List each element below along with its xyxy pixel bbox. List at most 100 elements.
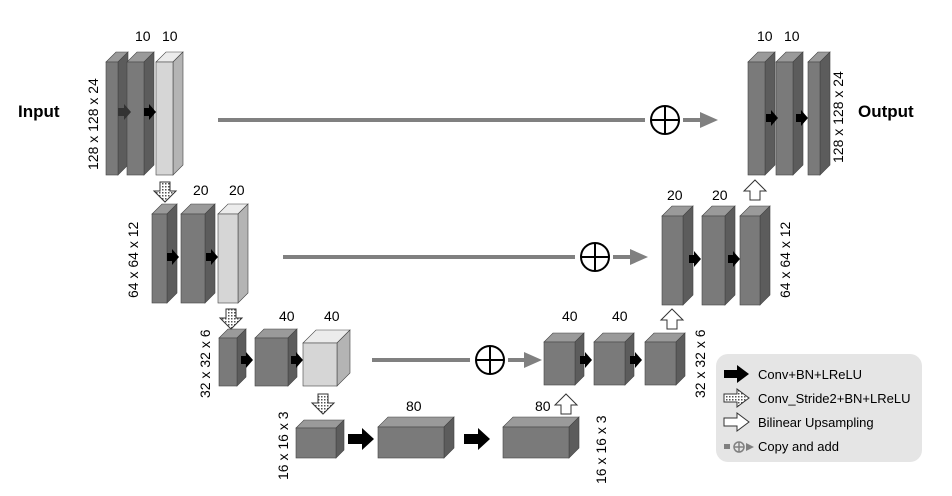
input-label: Input bbox=[18, 102, 60, 121]
block-front-face bbox=[105, 61, 119, 176]
block-front-face bbox=[302, 342, 338, 387]
block-front-face bbox=[254, 337, 289, 387]
conv-arrow-icon bbox=[724, 365, 749, 383]
upsample-arrows bbox=[553, 179, 768, 415]
block-l2-dec-a bbox=[661, 205, 694, 306]
copy-add-icon bbox=[724, 441, 754, 453]
dim-label-level3-dec: 32 x 32 x 6 bbox=[692, 329, 708, 398]
block-front-face bbox=[218, 337, 238, 387]
channel-count: 10 bbox=[784, 28, 800, 44]
skip-connection-level1 bbox=[218, 105, 718, 135]
block-front-face bbox=[775, 61, 794, 176]
dim-label-level1-dec: 128 x 128 x 24 bbox=[830, 71, 846, 163]
block-front-face bbox=[739, 215, 761, 306]
up-arrow-icon bbox=[723, 412, 750, 432]
block-l2-dec-c bbox=[739, 205, 771, 306]
block-front-face bbox=[543, 341, 576, 386]
skip-connection-level2 bbox=[283, 242, 648, 272]
down-arrow-icon bbox=[152, 181, 178, 203]
arrow-right-icon bbox=[524, 352, 542, 368]
conv-arrow-icon bbox=[144, 104, 156, 120]
block-l3-dec-a bbox=[543, 332, 585, 386]
dim-label-level1-enc: 128 x 128 x 24 bbox=[85, 78, 101, 170]
block-l3-enc-b bbox=[302, 329, 351, 387]
downsample-arrows bbox=[152, 181, 336, 415]
block-side-face bbox=[819, 51, 831, 176]
block-front-face bbox=[807, 61, 821, 176]
block-front-face bbox=[151, 213, 168, 304]
block-l1-dec-a bbox=[747, 51, 776, 176]
block-l1-enc-b bbox=[155, 51, 184, 176]
block-front-face bbox=[644, 341, 677, 386]
down-arrow-icon bbox=[310, 393, 336, 415]
block-side-face bbox=[675, 332, 686, 386]
channel-count: 10 bbox=[135, 28, 151, 44]
conv-arrow-icon bbox=[348, 428, 374, 450]
block-l3-enc-a bbox=[254, 328, 298, 387]
skip-connection-level3 bbox=[372, 345, 542, 375]
block-bottleneck-c bbox=[502, 416, 580, 459]
dim-label-level3-enc: 32 x 32 x 6 bbox=[197, 329, 213, 398]
channel-count: 40 bbox=[562, 308, 578, 324]
channel-count: 40 bbox=[324, 308, 340, 324]
dim-label-bottleneck-enc: 16 x 16 x 3 bbox=[275, 411, 291, 480]
channel-count: 10 bbox=[162, 28, 178, 44]
block-bottleneck-b bbox=[377, 416, 455, 459]
channel-count: 80 bbox=[535, 398, 551, 414]
block-front-face bbox=[747, 61, 766, 176]
block-l1-output bbox=[807, 51, 831, 176]
block-side-face bbox=[172, 51, 184, 176]
block-top-face bbox=[377, 416, 455, 428]
conv-arrow-icon bbox=[796, 110, 808, 126]
block-front-face bbox=[661, 215, 684, 306]
legend-item-upsample: Bilinear Upsampling bbox=[758, 415, 874, 430]
conv-arrow-icon bbox=[167, 249, 179, 265]
up-arrow-icon bbox=[553, 393, 579, 415]
block-l3-dec-c bbox=[644, 332, 686, 386]
legend-item-copy-add: Copy and add bbox=[758, 439, 839, 454]
legend-item-conv-stride: Conv_Stride2+BN+LReLU bbox=[758, 391, 910, 406]
down-arrow-icon bbox=[218, 308, 244, 330]
up-arrow-icon bbox=[659, 308, 685, 330]
channel-count: 40 bbox=[612, 308, 628, 324]
channel-count: 80 bbox=[406, 398, 422, 414]
conv-arrow-icon bbox=[689, 251, 701, 267]
block-top-face bbox=[502, 416, 580, 428]
block-front-face bbox=[155, 61, 174, 176]
arrow-right-icon bbox=[700, 112, 718, 128]
conv-arrow-icon bbox=[291, 352, 303, 368]
conv-arrow-icon bbox=[580, 352, 592, 368]
block-front-face bbox=[502, 426, 570, 459]
channel-count: 20 bbox=[667, 187, 683, 203]
arrow-right-icon bbox=[630, 249, 648, 265]
channel-count: 40 bbox=[279, 308, 295, 324]
bottleneck-arrows bbox=[348, 428, 490, 450]
block-front-face bbox=[701, 215, 726, 306]
block-front-face bbox=[126, 61, 145, 176]
block-bottleneck-a bbox=[295, 419, 345, 459]
dim-label-level2-enc: 64 x 64 x 12 bbox=[125, 222, 141, 298]
feature-blocks bbox=[105, 51, 831, 459]
down-arrow-icon bbox=[723, 388, 750, 408]
block-front-face bbox=[217, 213, 239, 304]
conv-arrow-icon bbox=[118, 104, 131, 120]
conv-arrow-icon bbox=[630, 352, 642, 368]
legend-background bbox=[716, 354, 922, 462]
conv-arrow-icon bbox=[464, 428, 490, 450]
block-front-face bbox=[295, 427, 337, 459]
channel-count: 20 bbox=[229, 182, 245, 198]
output-label: Output bbox=[858, 102, 914, 121]
up-arrow-icon bbox=[742, 179, 768, 201]
block-l3-enc-in bbox=[218, 328, 247, 387]
channel-count: 20 bbox=[193, 182, 209, 198]
block-l2-enc-b bbox=[217, 203, 249, 304]
dim-label-level2-dec: 64 x 64 x 12 bbox=[777, 222, 793, 298]
conv-arrow-icon bbox=[728, 251, 740, 267]
dim-label-bottleneck-dec: 16 x 16 x 3 bbox=[593, 415, 609, 484]
conv-arrow-icon bbox=[766, 110, 778, 126]
block-side-face bbox=[237, 203, 249, 304]
block-front-face bbox=[180, 213, 206, 304]
conv-arrow-icon bbox=[206, 249, 218, 265]
block-l3-dec-b bbox=[593, 332, 635, 386]
